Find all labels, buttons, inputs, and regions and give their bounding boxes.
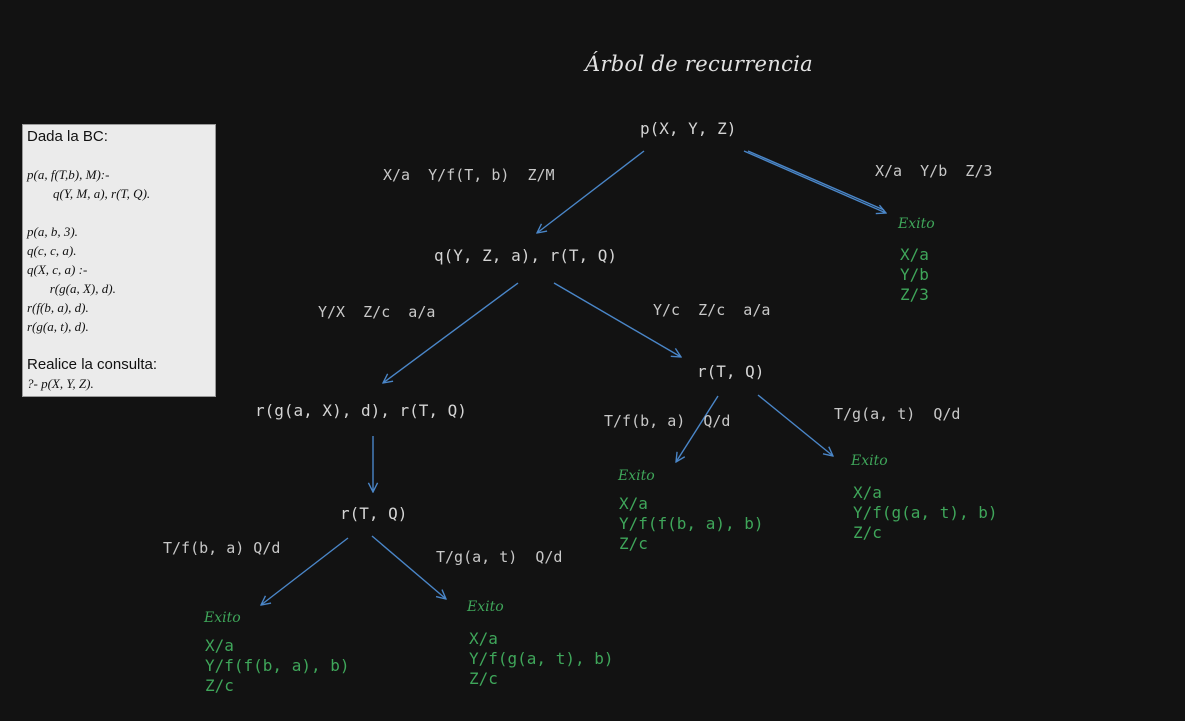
- result-line: X/a: [619, 494, 648, 513]
- tree-node-n2: r(g(a, X), d), r(T, Q): [255, 401, 467, 420]
- success-label: Exito: [618, 468, 655, 484]
- edge-n3-success1: [676, 395, 719, 462]
- result-line: Z/c: [853, 523, 882, 542]
- tree-node-n1: q(Y, Z, a), r(T, Q): [434, 246, 618, 265]
- result-line: Z/c: [619, 534, 648, 553]
- diagram-title: Árbol de recurrencia: [585, 52, 814, 76]
- edge-n4-success1: [261, 537, 349, 605]
- edge-label-n1-n2: Y/X Z/c a/a: [318, 303, 436, 321]
- edge-n4-success2: [371, 535, 446, 599]
- result-line: Y/f(g(a, t), b): [853, 503, 998, 522]
- edge-root-success-double: [747, 150, 885, 211]
- knowledge-base-panel: Dada la BC: p(a, f(T,b), M):- q(Y, M, a)…: [22, 124, 216, 397]
- edge-label-n1-n3: Y/c Z/c a/a: [653, 301, 771, 319]
- tree-node-root: p(X, Y, Z): [640, 119, 737, 138]
- tree-node-n3: r(T, Q): [697, 362, 765, 381]
- edge-label-n4-success2: T/g(a, t) Q/d: [436, 548, 563, 566]
- result-line: Y/f(f(b, a), b): [619, 514, 764, 533]
- edge-label-n3-success2: T/g(a, t) Q/d: [834, 405, 961, 423]
- edge-n1-n2: [383, 282, 519, 383]
- kb-query: ?- p(X, Y, Z).: [27, 376, 94, 391]
- kb-heading: Dada la BC:: [27, 128, 108, 145]
- result-line: X/a: [469, 629, 498, 648]
- result-line: X/a: [900, 245, 929, 264]
- edge-label-root-n1: X/a Y/f(T, b) Z/M: [383, 166, 555, 184]
- edge-label-n4-success1: T/f(b, a) Q/d: [163, 539, 281, 557]
- result-line: Z/c: [469, 669, 498, 688]
- edge-root-n1: [537, 150, 645, 233]
- success-label: Exito: [851, 453, 888, 469]
- kb-fact-line: p(a, b, 3).: [27, 224, 78, 239]
- kb-fact-line: r(g(a, t), d).: [27, 319, 89, 334]
- result-line: Y/f(f(b, a), b): [205, 656, 350, 675]
- result-line: Y/b: [900, 265, 929, 284]
- edge-n3-success2: [757, 394, 833, 456]
- edge-label-root-success: X/a Y/b Z/3: [875, 162, 993, 180]
- kb-fact-line: q(X, c, a) :-: [27, 262, 88, 277]
- kb-fact-line: q(c, c, a).: [27, 243, 77, 258]
- kb-clause-line: p(a, f(T,b), M):-: [27, 167, 110, 182]
- tree-node-n4: r(T, Q): [340, 504, 408, 523]
- edge-root-success: [743, 150, 886, 213]
- kb-fact-line: r(g(a, X), d).: [27, 281, 116, 296]
- success-label: Exito: [898, 216, 935, 232]
- success-label: Exito: [467, 599, 504, 615]
- edge-label-n3-success1: T/f(b, a) Q/d: [604, 412, 731, 430]
- success-label: Exito: [204, 610, 241, 626]
- kb-clause-line: q(Y, M, a), r(T, Q).: [27, 186, 151, 201]
- kb-fact-line: r(f(b, a), d).: [27, 300, 89, 315]
- result-line: X/a: [205, 636, 234, 655]
- edge-n1-n3: [553, 282, 681, 357]
- result-line: Z/c: [205, 676, 234, 695]
- result-line: X/a: [853, 483, 882, 502]
- kb-query-heading: Realice la consulta:: [27, 356, 158, 373]
- result-line: Z/3: [900, 285, 929, 304]
- result-line: Y/f(g(a, t), b): [469, 649, 614, 668]
